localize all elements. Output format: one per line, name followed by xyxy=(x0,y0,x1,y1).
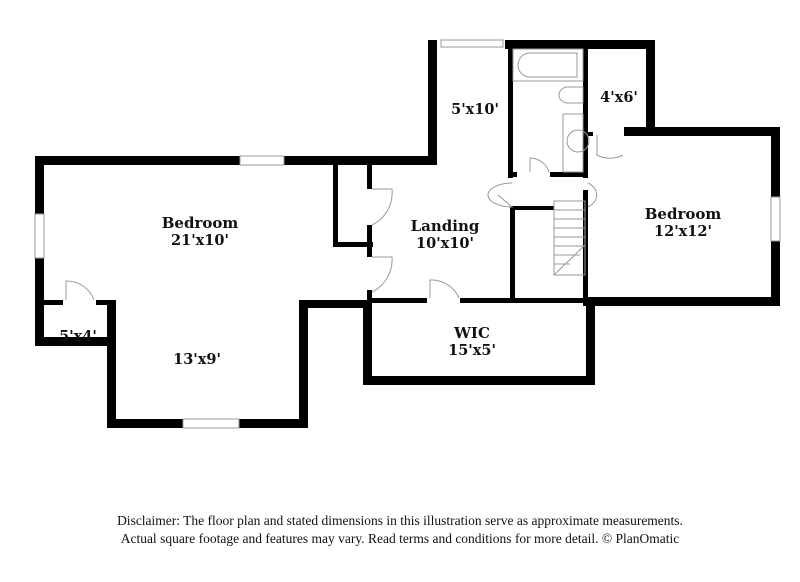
walls xyxy=(35,40,780,428)
disclaimer-line-1: Disclaimer: The floor plan and stated di… xyxy=(117,513,683,528)
floor-plan xyxy=(34,39,781,429)
room-label-wic: WIC 15'x5' xyxy=(448,324,496,360)
room-dimensions: 5'x4' xyxy=(59,328,97,345)
room-name: Landing xyxy=(410,217,480,235)
room-label-hall-north: 5'x10' xyxy=(451,101,499,118)
room-dimensions: 12'x12' xyxy=(654,223,712,240)
sink-icon xyxy=(562,113,590,173)
room-label-landing: Landing 10'x10' xyxy=(410,217,480,253)
room-label-closet-small: 5'x4' xyxy=(59,328,97,345)
toilet-icon xyxy=(558,86,584,104)
room-dimensions: 4'x6' xyxy=(600,89,638,106)
room-label-bedroom-1-alcove: 13'x9' xyxy=(173,351,221,368)
disclaimer-line-2: Actual square footage and features may v… xyxy=(120,531,680,546)
room-dimensions: 10'x10' xyxy=(416,235,474,252)
room-name: Bedroom xyxy=(161,214,239,232)
room-name: Bedroom xyxy=(644,205,722,223)
room-dimensions: 5'x10' xyxy=(451,101,499,118)
room-label-bedroom-2: Bedroom 12'x12' xyxy=(644,205,722,241)
room-name: WIC xyxy=(454,324,490,342)
room-label-closet-4x6: 4'x6' xyxy=(600,89,638,106)
room-label-bedroom-1: Bedroom 21'x10' xyxy=(161,214,239,250)
disclaimer: Disclaimer: The floor plan and stated di… xyxy=(0,512,800,548)
room-dimensions: 15'x5' xyxy=(448,342,496,359)
doors xyxy=(65,135,624,301)
bathtub-icon xyxy=(512,48,584,82)
windows xyxy=(34,39,781,429)
stairs-icon xyxy=(553,200,586,276)
room-dimensions: 13'x9' xyxy=(173,351,221,368)
room-dimensions: 21'x10' xyxy=(171,232,229,249)
